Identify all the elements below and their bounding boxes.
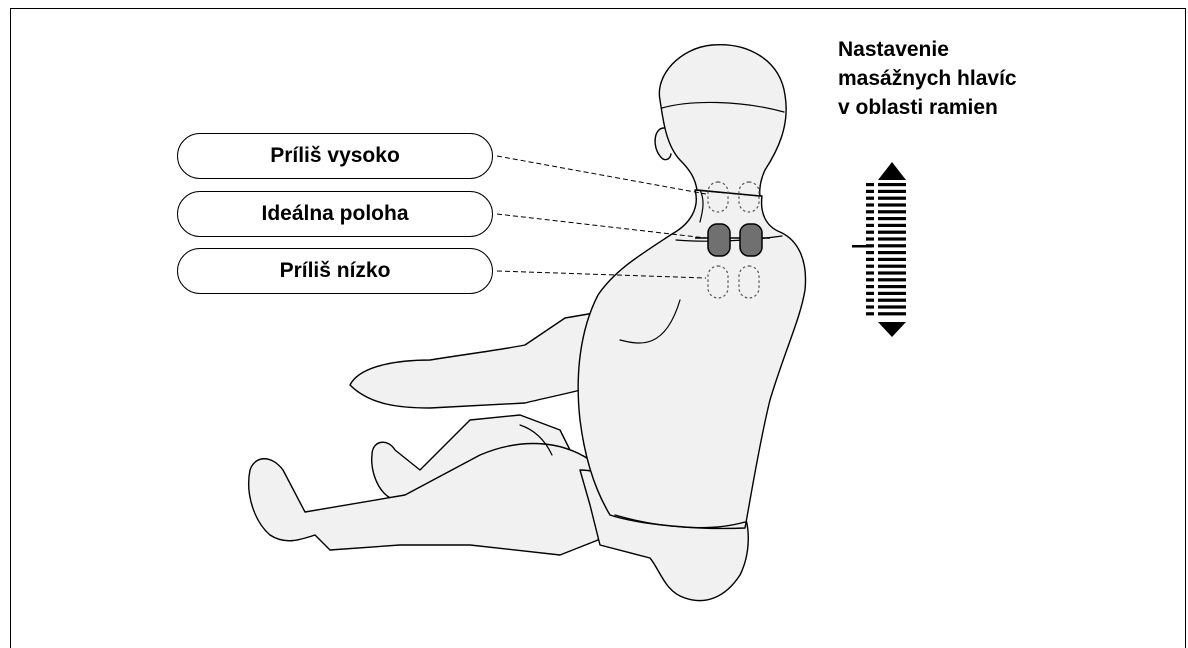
head — [659, 45, 786, 196]
label-too-low: Príliš nízko — [177, 248, 493, 294]
scale-bar — [878, 237, 906, 240]
scale-tick — [866, 258, 874, 261]
scale-bar — [878, 271, 906, 274]
title-line-3: v oblasti ramien — [838, 93, 1017, 122]
scale-tick — [866, 210, 874, 213]
scale-tick — [866, 183, 874, 186]
scale-bar — [878, 265, 906, 268]
label-ideal-position: Ideálna poloha — [177, 191, 493, 237]
scale-bar — [878, 312, 906, 315]
scale-tick — [866, 299, 874, 302]
scale-tick — [866, 265, 874, 268]
scale-bar — [878, 292, 906, 295]
scale-bar — [878, 190, 906, 193]
scale-tick — [866, 237, 874, 240]
title-line-1: Nastavenie — [838, 35, 1017, 64]
scale-bar — [878, 183, 906, 186]
scale-bar — [878, 231, 906, 234]
scale-tick — [866, 251, 874, 254]
scale-bar — [878, 258, 906, 261]
scale-tick — [866, 190, 874, 193]
scale-bar — [878, 285, 906, 288]
scale-bar — [878, 203, 906, 206]
scale-bar — [878, 305, 906, 308]
scale-tick — [866, 271, 874, 274]
diagram: Príliš vysoko Ideálna poloha Príliš nízk… — [0, 0, 1188, 626]
scale-tick — [866, 231, 874, 234]
up-arrow-icon — [878, 162, 906, 180]
scale-bar — [878, 299, 906, 302]
scale-title: Nastavenie masážnych hlavíc v oblasti ra… — [838, 35, 1017, 122]
scale-tick — [866, 285, 874, 288]
scale-bar — [878, 197, 906, 200]
scale-tick — [866, 278, 874, 281]
scale-tick — [866, 312, 874, 315]
node-ideal-right — [740, 224, 762, 256]
node-ideal-left — [708, 224, 730, 256]
scale-tick — [866, 224, 874, 227]
scale-tick — [866, 305, 874, 308]
label-too-high: Príliš vysoko — [177, 133, 493, 179]
down-arrow-icon — [878, 322, 906, 337]
scale-bar — [878, 251, 906, 254]
scale-bar — [878, 244, 906, 247]
scale-tick — [866, 197, 874, 200]
scale-bar — [878, 224, 906, 227]
scale-tick — [866, 203, 874, 206]
scale-bar — [878, 217, 906, 220]
position-scale-icon — [852, 162, 906, 337]
scale-tick — [866, 217, 874, 220]
title-line-2: masážnych hlavíc — [838, 64, 1017, 93]
scale-tick — [866, 292, 874, 295]
scale-bar — [878, 278, 906, 281]
scale-bar — [878, 210, 906, 213]
